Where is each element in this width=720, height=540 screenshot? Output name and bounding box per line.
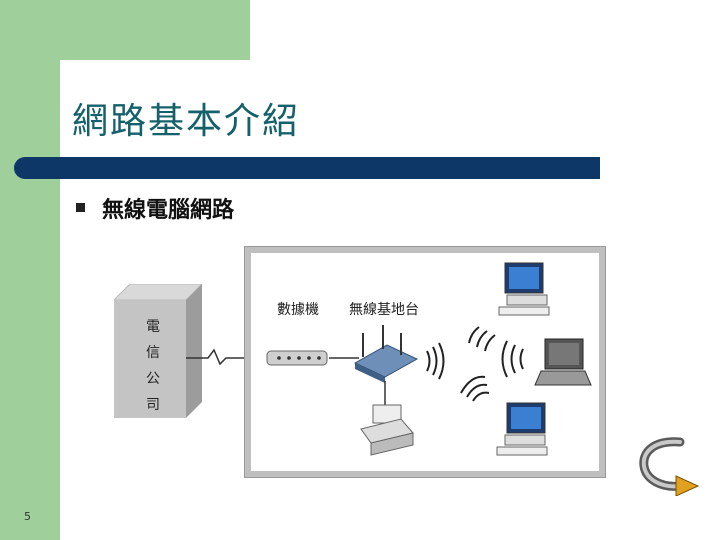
wave-icon-bottom xyxy=(460,375,490,402)
telecom-char-3: 公 xyxy=(146,371,160,387)
telecom-char-4: 司 xyxy=(146,397,160,413)
telecom-building xyxy=(114,284,203,418)
modem-label: 數據機 xyxy=(277,302,319,318)
telecom-char-2: 信 xyxy=(146,345,160,361)
page-number: 5 xyxy=(24,510,31,523)
slide-title: 網路基本介紹 xyxy=(72,101,301,142)
ap-wave-icon xyxy=(426,342,445,380)
green-left-decor xyxy=(0,0,60,540)
telecom-char-1: 電 xyxy=(146,319,160,335)
desktop-computer-icon-bottom xyxy=(496,402,548,456)
network-diagram: 數據機 無線基地台 xyxy=(244,246,606,478)
green-top-decor xyxy=(60,0,250,60)
modem-icon xyxy=(266,350,328,366)
phone-line xyxy=(186,348,266,366)
access-point-label: 無線基地台 xyxy=(349,302,419,318)
printer-icon xyxy=(360,404,414,456)
return-arrow-icon[interactable] xyxy=(636,436,706,496)
wireless-ap-icon xyxy=(353,325,419,383)
desktop-computer-icon-top xyxy=(498,262,550,316)
wave-icon-top xyxy=(468,326,496,352)
bullet-icon xyxy=(76,203,85,212)
title-divider-bar xyxy=(14,157,600,179)
bullet-text: 無線電腦網路 xyxy=(102,198,235,223)
laptop-icon xyxy=(534,338,592,386)
wave-icon-laptop xyxy=(501,340,524,378)
diagram-art xyxy=(266,262,592,456)
